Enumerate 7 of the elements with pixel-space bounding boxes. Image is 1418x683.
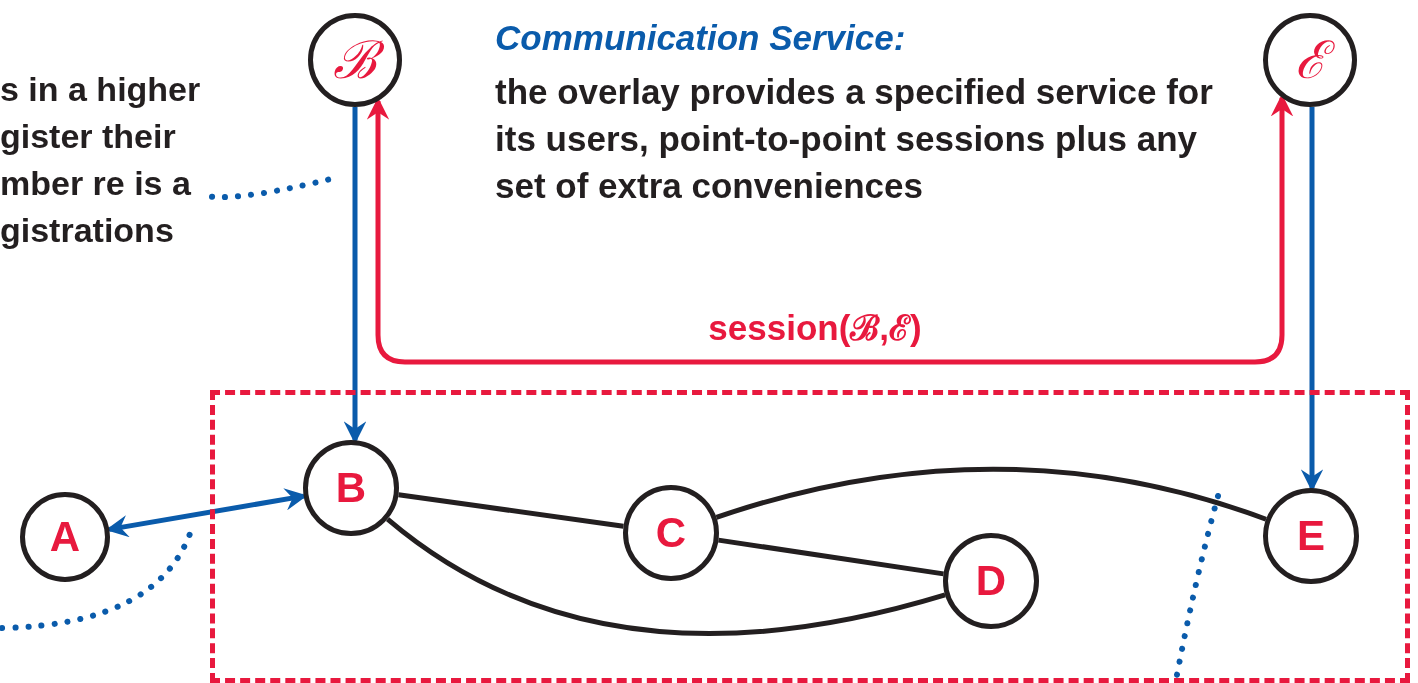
connector-line [718,537,944,577]
heading: Communication Service: [495,17,906,59]
dashed-boundary-box [210,390,1410,683]
description-text: s in a higher gister their mber re is a gistrations [0,66,212,306]
description-text: the overlay provides a specified service for its users, point-to-point sessions plus any set of extra conveniences [495,71,1214,207]
connector-line [398,492,624,529]
arrow [366,94,1294,365]
